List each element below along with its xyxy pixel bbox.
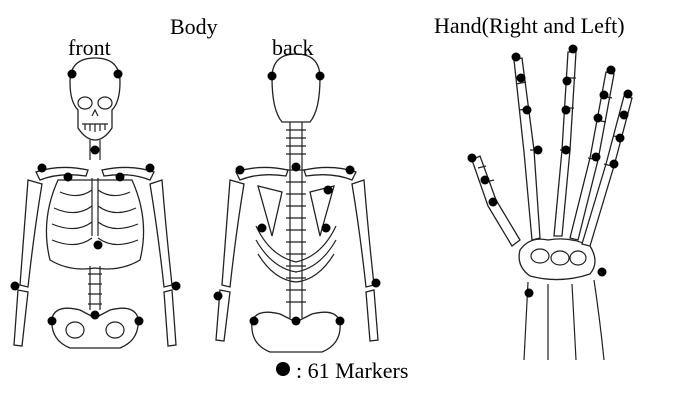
front-skeleton <box>14 58 176 348</box>
marker-dot <box>592 153 601 162</box>
marker-dot <box>616 134 625 143</box>
marker-dot <box>563 77 572 86</box>
marker-dot <box>116 173 125 182</box>
marker-dot <box>607 66 616 75</box>
marker-dot <box>250 317 259 326</box>
marker-dot <box>569 45 578 54</box>
marker-dot <box>600 91 609 100</box>
back-skeleton <box>216 54 378 352</box>
marker-legend-icon <box>276 362 290 376</box>
marker-dot <box>236 166 245 175</box>
marker-dot <box>468 154 477 163</box>
marker-dot <box>38 164 47 173</box>
marker-dot <box>172 282 181 291</box>
marker-dot <box>324 186 333 195</box>
marker-dot <box>481 176 490 185</box>
marker-dot <box>322 224 331 233</box>
marker-dot <box>372 279 381 288</box>
marker-dot <box>258 224 267 233</box>
marker-dot <box>336 317 345 326</box>
body-title: Body <box>170 16 218 38</box>
back-label: back <box>272 37 314 59</box>
hand-skeleton <box>472 52 632 360</box>
marker-dot <box>598 268 607 277</box>
front-label: front <box>68 37 111 59</box>
marker-dot <box>146 164 155 173</box>
marker-dot <box>562 106 571 115</box>
marker-dot <box>610 160 619 169</box>
marker-dot <box>135 317 144 326</box>
marker-dot <box>489 198 498 207</box>
marker-dot <box>94 241 103 250</box>
marker-dot <box>91 311 100 320</box>
marker-dot <box>523 106 532 115</box>
marker-dot <box>534 146 543 155</box>
marker-dot <box>525 289 534 298</box>
marker-dot <box>48 317 57 326</box>
marker-dot <box>517 74 526 83</box>
marker-dot <box>91 146 100 155</box>
legend: : 61 Markers <box>276 360 408 382</box>
marker-dot <box>624 90 633 99</box>
marker-dot <box>214 292 223 301</box>
marker-dot <box>268 72 277 81</box>
marker-dot <box>512 53 521 62</box>
hand-title: Hand(Right and Left) <box>434 15 625 37</box>
marker-dot <box>292 317 301 326</box>
marker-dot <box>620 111 629 120</box>
marker-dot <box>562 146 571 155</box>
marker-dot <box>11 282 20 291</box>
legend-text: : 61 Markers <box>296 358 408 383</box>
marker-dot <box>346 166 355 175</box>
marker-dot <box>292 163 301 172</box>
marker-dot <box>316 72 325 81</box>
marker-dot <box>114 70 123 79</box>
marker-dot <box>68 70 77 79</box>
marker-dot <box>64 173 73 182</box>
marker-dot <box>594 114 603 123</box>
